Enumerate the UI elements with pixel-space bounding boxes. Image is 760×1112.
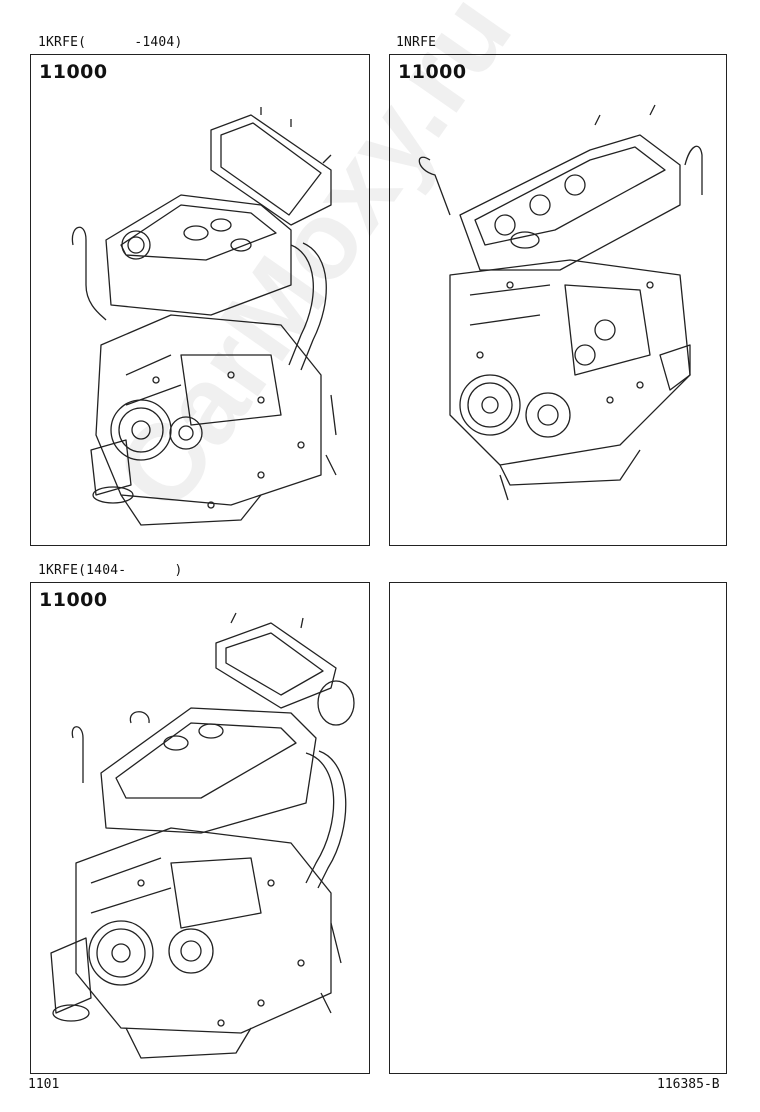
panel-1-part-number[interactable]: 11000 [39,61,108,83]
panel-3: 11000 [30,582,370,1074]
page-number: 1101 [28,1077,60,1092]
panel-1: 11000 [30,54,370,546]
drawing-code: 116385-B [657,1077,720,1092]
panel-2-part-number[interactable]: 11000 [398,61,467,83]
panel-1-caption: 1KRFE( -1404) [38,35,183,50]
panel-4-empty [389,582,727,1074]
panel-2-caption: 1NRFE [396,35,437,50]
engine-1krfe-early-drawing [71,107,337,526]
panel-3-part-number[interactable]: 11000 [39,589,108,611]
panel-3-caption: 1KRFE(1404- ) [38,563,183,578]
panel-2: 11000 [389,54,727,546]
engine-1nrfe-drawing [418,104,703,501]
engine-1krfe-late-drawing [50,612,355,1059]
